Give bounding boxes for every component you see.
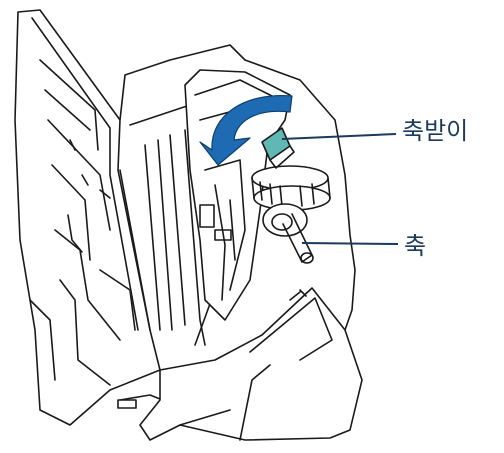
shaft-leader-line <box>302 243 398 244</box>
bearing-callout-label: 축받이 <box>402 119 468 143</box>
paper-chute <box>140 288 362 440</box>
shaft-callout-label: 축 <box>404 234 426 258</box>
